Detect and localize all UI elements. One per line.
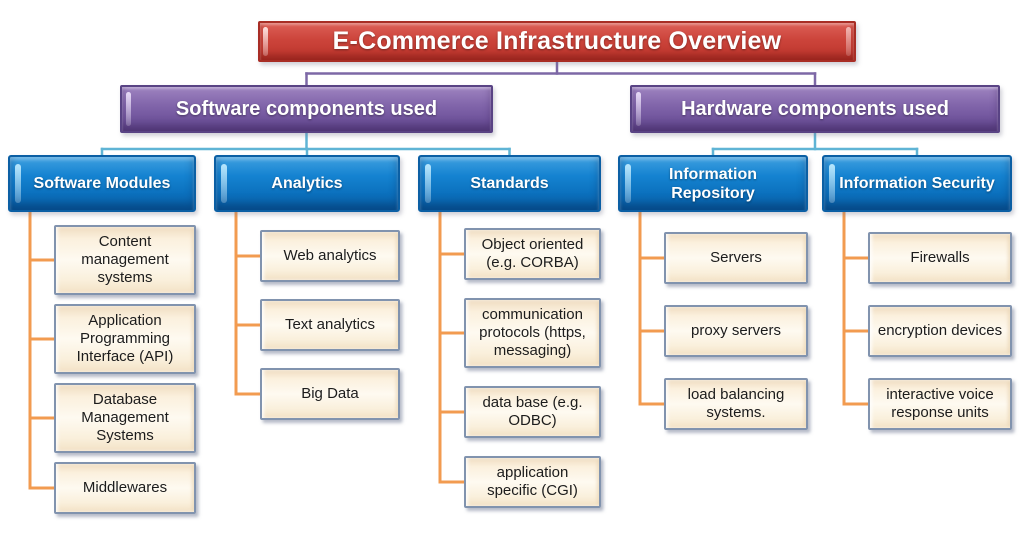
items-software-modules: Content management systems Application P… <box>54 225 196 514</box>
leaf-item: data base (e.g. ODBC) <box>464 386 601 438</box>
group-analytics: Analytics Web analytics Text analytics B… <box>214 155 400 420</box>
leaf-item: application specific (CGI) <box>464 456 601 508</box>
diagram-title: E-Commerce Infrastructure Overview <box>258 21 856 62</box>
group-software-modules: Software Modules Content management syst… <box>8 155 196 514</box>
leaf-item: Application Programming Interface (API) <box>54 304 196 374</box>
leaf-item: communication protocols (https, messagin… <box>464 298 601 368</box>
leaf-item: Content management systems <box>54 225 196 295</box>
group-header-information-repository: Information Repository <box>618 155 808 212</box>
leaf-item: Database Management Systems <box>54 383 196 453</box>
items-standards: Object oriented (e.g. CORBA) communicati… <box>464 228 601 508</box>
leaf-item: interactive voice response units <box>868 378 1012 430</box>
leaf-item: Firewalls <box>868 232 1012 284</box>
leaf-item: Middlewares <box>54 462 196 514</box>
branch-header-software: Software components used <box>120 85 493 133</box>
leaf-item: load balancing systems. <box>664 378 808 430</box>
group-information-repository: Information Repository Servers proxy ser… <box>618 155 808 430</box>
leaf-item: Servers <box>664 232 808 284</box>
leaf-item: proxy servers <box>664 305 808 357</box>
leaf-item: Big Data <box>260 368 400 420</box>
leaf-item: encryption devices <box>868 305 1012 357</box>
group-standards: Standards Object oriented (e.g. CORBA) c… <box>418 155 601 508</box>
group-header-information-security: Information Security <box>822 155 1012 212</box>
items-analytics: Web analytics Text analytics Big Data <box>260 230 400 420</box>
leaf-item: Text analytics <box>260 299 400 351</box>
items-information-security: Firewalls encryption devices interactive… <box>868 232 1012 430</box>
group-header-software-modules: Software Modules <box>8 155 196 212</box>
leaf-item: Object oriented (e.g. CORBA) <box>464 228 601 280</box>
group-information-security: Information Security Firewalls encryptio… <box>822 155 1012 430</box>
leaf-item: Web analytics <box>260 230 400 282</box>
items-information-repository: Servers proxy servers load balancing sys… <box>664 232 808 430</box>
group-header-analytics: Analytics <box>214 155 400 212</box>
group-header-standards: Standards <box>418 155 601 212</box>
branch-header-hardware: Hardware components used <box>630 85 1000 133</box>
